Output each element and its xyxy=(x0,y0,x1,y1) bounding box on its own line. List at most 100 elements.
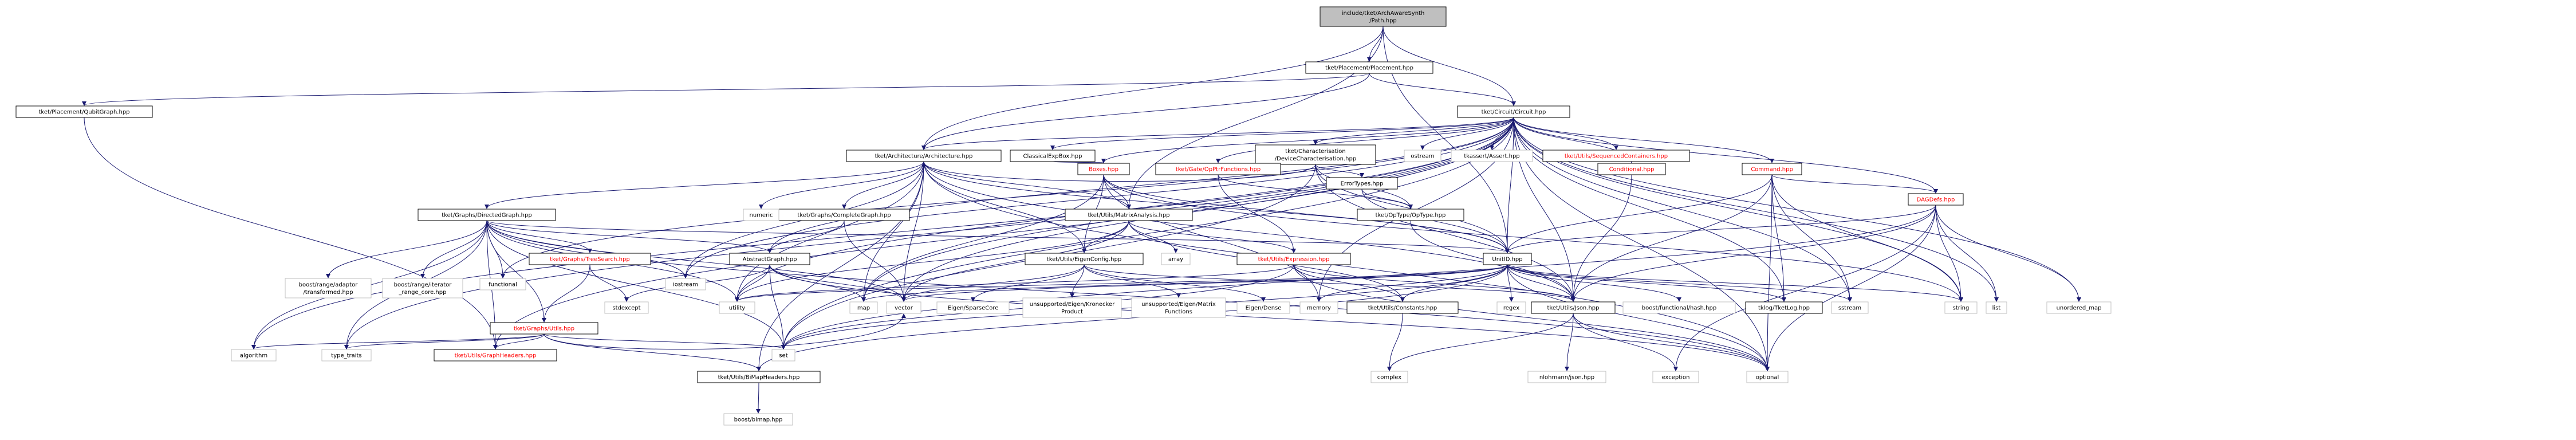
node-functional[interactable]: functional xyxy=(479,278,526,290)
edge-architecture-to-completegraph xyxy=(842,161,924,209)
node-graphutils[interactable]: tket/Graphs/Utils.hpp xyxy=(490,322,598,335)
node-label: tket/Utils/MatrixAnalysis.hpp xyxy=(1088,213,1169,219)
node-constants[interactable]: tket/Utils/Constants.hpp xyxy=(1346,301,1459,314)
edge-circuit-to-opptrfunctions xyxy=(1216,117,1514,163)
node-matrixanalysis[interactable]: tket/Utils/MatrixAnalysis.hpp xyxy=(1065,209,1193,221)
edge-circuit-to-abstractgraph xyxy=(767,117,1514,253)
node-label: Eigen/Dense xyxy=(1246,305,1282,312)
node-unitid[interactable]: UnitID.hpp xyxy=(1483,253,1532,265)
edge-abstractgraph-to-utility xyxy=(735,264,770,302)
node-box xyxy=(1010,150,1096,162)
node-errortypes[interactable]: ErrorTypes.hpp xyxy=(1326,177,1398,190)
edge-boxes-to-string xyxy=(1103,174,1963,302)
node-optional[interactable]: optional xyxy=(1746,371,1789,383)
node-utility[interactable]: utility xyxy=(719,301,755,314)
node-label: unsupported/Eigen/Matrix xyxy=(1141,301,1216,308)
edge-line xyxy=(1050,117,1514,150)
node-tklog[interactable]: tklog/TketLog.hpp xyxy=(1745,301,1823,314)
node-numeric[interactable]: numeric xyxy=(743,209,779,221)
node-label: /transformed.hpp xyxy=(303,289,353,296)
edge-line xyxy=(923,161,1086,253)
node-placement[interactable]: tket/Placement/Placement.hpp xyxy=(1305,61,1433,74)
node-box xyxy=(1370,371,1408,383)
edge-dagdefs-to-string xyxy=(1935,205,1963,302)
node-label: DAGDefs.hpp xyxy=(1917,197,1955,203)
node-list[interactable]: list xyxy=(1986,301,2007,314)
node-expression[interactable]: tket/Utils/Expression.hpp xyxy=(1236,253,1351,265)
node-optype[interactable]: tket/OpType/OpType.hpp xyxy=(1357,209,1464,221)
node-flathash[interactable]: boost/functional/hash.hpp xyxy=(1622,301,1736,314)
node-set[interactable]: set xyxy=(771,349,795,362)
edge-line xyxy=(1313,117,1514,145)
edge-line xyxy=(344,333,545,349)
node-algorithm[interactable]: algorithm xyxy=(231,349,277,362)
edge-circuit-to-classicalexpbox xyxy=(1050,117,1514,150)
node-box xyxy=(1745,301,1823,314)
edge-line xyxy=(1084,264,1181,298)
node-exception[interactable]: exception xyxy=(1652,371,1699,383)
node-unordered_map[interactable]: unordered_map xyxy=(2046,301,2112,314)
node-classicalexpbox[interactable]: ClassicalExpBox.hpp xyxy=(1010,150,1096,162)
node-sequencedcontainers[interactable]: tket/Utils/SequencedContainers.hpp xyxy=(1542,150,1690,162)
node-directedgraph[interactable]: tket/Graphs/DirectedGraph.hpp xyxy=(417,209,556,221)
edge-line xyxy=(735,161,924,302)
edge-line xyxy=(486,220,906,302)
edge-circuit-to-architecture xyxy=(921,117,1514,150)
node-completegraph[interactable]: tket/Graphs/CompleteGraph.hpp xyxy=(778,209,910,221)
node-array[interactable]: array xyxy=(1161,253,1191,265)
node-adaptortransformed[interactable]: boost/range/adaptor/transformed.hpp xyxy=(285,278,372,298)
node-boxes[interactable]: Boxes.hpp xyxy=(1077,163,1130,175)
node-iostream[interactable]: iostream xyxy=(665,278,706,290)
node-box xyxy=(434,349,557,362)
node-bimapheaders[interactable]: tket/Utils/BiMapHeaders.hpp xyxy=(697,371,821,383)
node-devchar[interactable]: tket/Characterisation/DeviceCharacterisa… xyxy=(1255,144,1376,165)
node-string[interactable]: string xyxy=(1944,301,1978,314)
node-circuit[interactable]: tket/Circuit/Circuit.hpp xyxy=(1457,105,1570,118)
edge-line xyxy=(1084,264,1266,302)
node-complex[interactable]: complex xyxy=(1370,371,1408,383)
node-abstractgraph[interactable]: AbstractGraph.hpp xyxy=(729,253,810,265)
node-sstream[interactable]: sstream xyxy=(1831,301,1869,314)
node-command[interactable]: Command.hpp xyxy=(1742,163,1802,175)
node-treesearch[interactable]: tket/Graphs/TreeSearch.hpp xyxy=(529,253,651,265)
node-graphheaders[interactable]: tket/Utils/GraphHeaders.hpp xyxy=(434,349,557,362)
edge-line xyxy=(1935,205,2081,302)
node-type_traits[interactable]: type_traits xyxy=(321,349,372,362)
node-stdexcept[interactable]: stdexcept xyxy=(604,301,649,314)
edge-line xyxy=(1387,313,1574,371)
node-json[interactable]: tket/Utils/Json.hpp xyxy=(1531,301,1616,314)
node-architecture[interactable]: tket/Architecture/Architecture.hpp xyxy=(846,150,1002,162)
edge-line xyxy=(1571,174,1632,302)
node-dagdefs[interactable]: DAGDefs.hpp xyxy=(1908,193,1964,206)
node-opptrfunctions[interactable]: tket/Gate/OpPtrFunctions.hpp xyxy=(1155,163,1281,175)
node-qubitgraph[interactable]: tket/Placement/QubitGraph.hpp xyxy=(15,105,153,118)
node-box xyxy=(1652,371,1699,383)
node-eigenconfig[interactable]: tket/Utils/EigenConfig.hpp xyxy=(1025,253,1144,265)
node-box xyxy=(479,278,526,290)
node-vector[interactable]: vector xyxy=(886,301,921,314)
node-conditional[interactable]: Conditional.hpp xyxy=(1597,163,1666,175)
node-box xyxy=(1255,144,1376,165)
edge-directedgraph-to-graphutils xyxy=(486,220,546,323)
edge-line xyxy=(1382,26,1516,106)
edge-circuit-to-dagdefs xyxy=(1513,117,1938,194)
node-box xyxy=(1326,177,1398,190)
node-map[interactable]: map xyxy=(849,301,878,314)
edge-bimapheaders-to-bimap xyxy=(756,382,761,414)
node-eigendense[interactable]: Eigen/Dense xyxy=(1236,301,1290,314)
edge-line xyxy=(82,73,1370,106)
node-nlohmann[interactable]: nlohmann/json.hpp xyxy=(1527,371,1606,383)
node-box xyxy=(490,322,598,335)
node-tkassert[interactable]: tkassert/Assert.hpp xyxy=(1451,150,1533,162)
node-ostream[interactable]: ostream xyxy=(1404,150,1441,162)
node-regex[interactable]: regex xyxy=(1496,301,1526,314)
edge-unitid-to-vector xyxy=(901,264,1508,302)
node-eigensparse[interactable]: Eigen/SparseCore xyxy=(936,301,1010,314)
node-iteratorrangecore[interactable]: boost/range/iterator_range_core.hpp xyxy=(382,278,463,298)
node-memory[interactable]: memory xyxy=(1299,301,1338,314)
edge-circuit-to-devchar xyxy=(1313,117,1514,145)
node-bimap[interactable]: boost/bimap.hpp xyxy=(723,413,793,426)
edge-line xyxy=(486,220,546,323)
